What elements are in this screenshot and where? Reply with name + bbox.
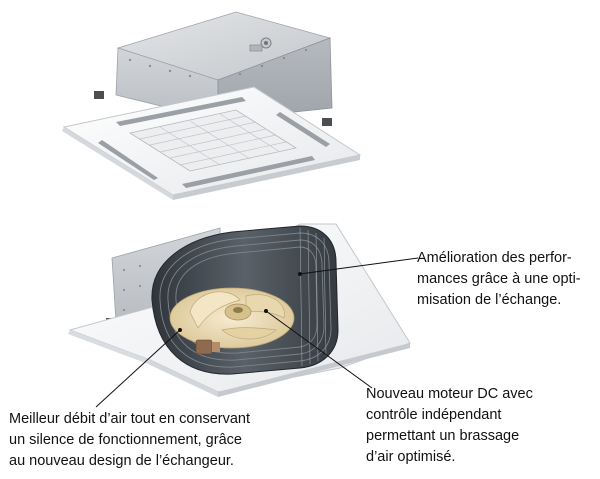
cassette-unit-top: [62, 11, 362, 200]
coil-tubes: [299, 227, 327, 367]
cutaway-panel-edge-right: [218, 343, 410, 397]
mounting-bracket-left: [94, 91, 104, 99]
callout-performance-line: Amélioration des perfor-: [417, 250, 572, 266]
dc-motor-fan: [169, 287, 295, 349]
cassette-unit-cutaway: [68, 223, 411, 397]
intake-grille-lines: [139, 113, 287, 166]
cutaway-panel-edge: [148, 360, 218, 397]
callout-airflow-line: Meilleur débit d’air tout en conservant: [9, 411, 250, 427]
callout-motor-line: contrôle indépendant: [366, 407, 502, 423]
leader-lines: [95, 257, 419, 408]
cutaway-panel-edge-left: [68, 330, 150, 364]
leader-performance: [299, 257, 419, 275]
callout-airflow-line: au nouveau design de l’échangeur.: [9, 453, 234, 469]
cutaway-rivets: [122, 264, 142, 312]
callout-performance: Amélioration des perfor- mances grâce à …: [417, 248, 581, 311]
callout-motor-line: permettant un brassage: [366, 428, 520, 444]
housing-rivets: [128, 48, 308, 78]
leader-motor: [265, 310, 373, 389]
callout-performance-line: mances grâce à une opti-: [417, 271, 581, 287]
callout-motor: Nouveau moteur DC avec contrôle indépend…: [366, 384, 533, 468]
front-panel-edge-right: [173, 155, 360, 200]
callout-performance-line: misation de l’échange.: [417, 292, 562, 308]
callout-airflow-line: un silence de fonctionnement, grâce: [9, 432, 242, 448]
leader-airflow: [95, 329, 181, 408]
callout-motor-line: Nouveau moteur DC avec: [366, 386, 533, 402]
mounting-bracket-right: [322, 118, 332, 126]
air-outlet-slots: [98, 97, 330, 188]
pipe-connectors: [249, 37, 272, 52]
drain-pump: [195, 339, 220, 355]
callout-motor-line: d’air optimisé.: [366, 449, 456, 465]
front-panel-edge: [62, 127, 173, 200]
callout-airflow: Meilleur débit d’air tout en conservant …: [9, 409, 250, 472]
